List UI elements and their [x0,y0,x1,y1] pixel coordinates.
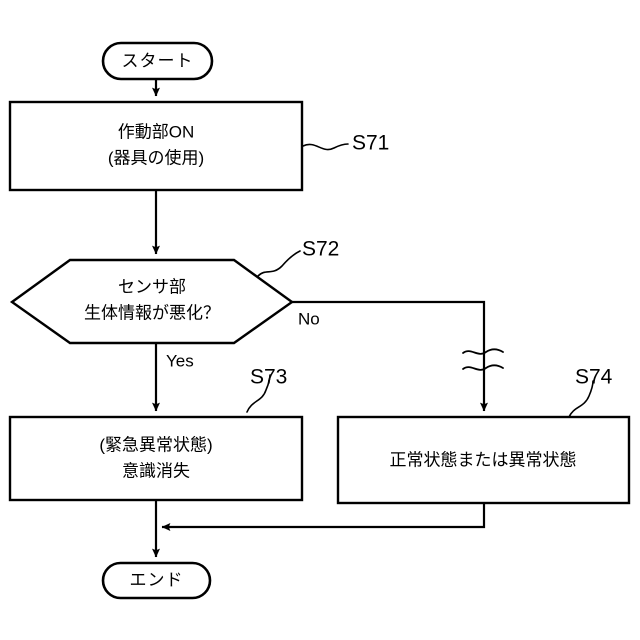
s74-text-line1: 正常状態または異常状態 [390,450,577,469]
s73-leader-line [246,374,271,413]
node-end[interactable]: エンド [101,561,212,600]
double-wave-break-icon [462,348,504,371]
s73-text-line2: 意識消失 [122,461,190,480]
s71-leader-line [302,143,349,151]
node-step-s73[interactable]: (緊急異常状態) 意識消失 [8,415,304,502]
end-terminal-label: エンド [130,570,184,589]
s71-text-line2: (器具の使用) [108,147,204,167]
s71-box-shape [8,100,304,192]
end-terminal-shape [101,561,212,600]
s72-leader-line [257,250,301,277]
s72-hexagon-shape [9,258,295,345]
s72-text-line1: センサ部 [118,277,186,296]
connector-no-branch [292,300,488,412]
node-step-s74[interactable]: 正常状態または異常状態 [336,415,631,505]
yes-branch-label: Yes [166,351,194,370]
s71-step-label: S71 [352,132,389,155]
s74-step-label: S74 [575,366,613,389]
start-terminal-label: スタート [122,51,194,70]
s73-text-line1: (緊急異常状態) [99,435,212,454]
start-terminal-shape [101,41,214,81]
no-branch-label: No [298,309,320,328]
s72-text-line2: 生体情報が悪化？ [84,303,220,322]
s74-box-shape [336,415,631,505]
node-start[interactable]: スタート [101,41,214,81]
s74-leader-line [568,380,594,418]
s73-box-shape [8,415,304,502]
node-step-s71[interactable]: 作動部ON (器具の使用) [8,100,304,192]
s71-text-line1: 作動部ON [118,122,195,141]
connector-s74-to-merge [161,503,486,531]
node-decision-s72[interactable]: センサ部 生体情報が悪化？ [9,258,295,345]
s73-step-label: S73 [250,366,287,389]
s72-step-label: S72 [302,238,339,261]
